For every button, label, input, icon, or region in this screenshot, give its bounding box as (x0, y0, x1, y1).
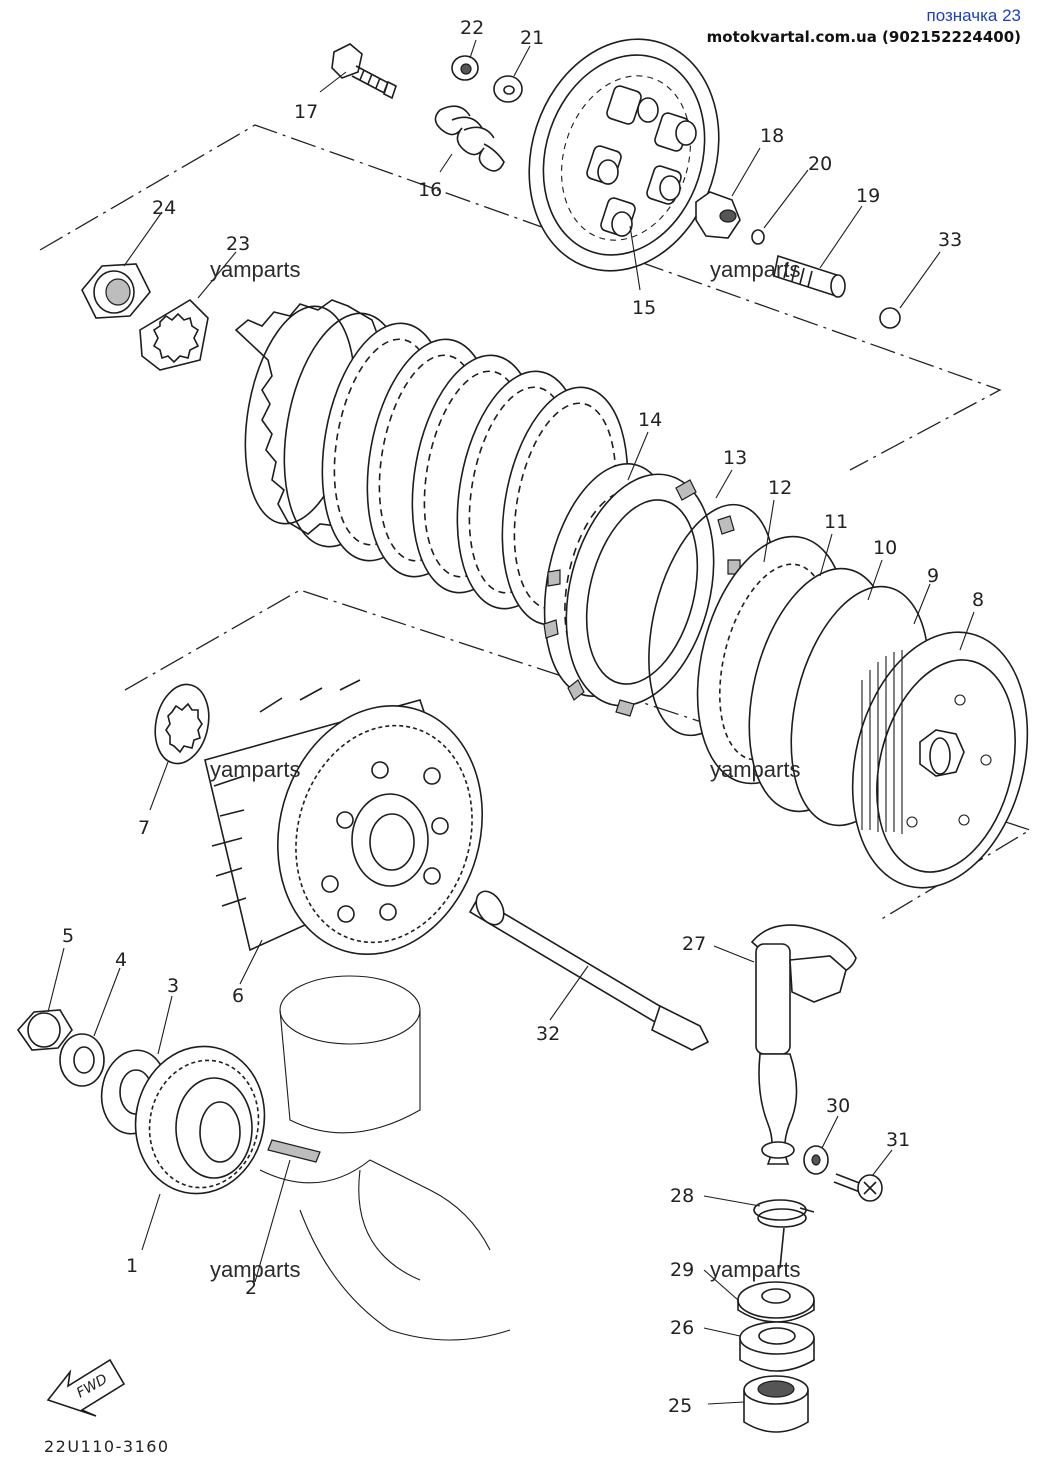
part-label-11: 11 (824, 511, 848, 533)
friction-plate-13-icon (543, 473, 741, 717)
pressure-plate-15-icon (528, 38, 720, 272)
part-label-13: 13 (723, 447, 747, 469)
part-label-29: 29 (670, 1259, 694, 1281)
part-label-5: 5 (62, 925, 74, 947)
nut-18-icon (695, 191, 741, 239)
part-label-3: 3 (167, 975, 179, 997)
part-label-6: 6 (232, 985, 244, 1007)
screw-31-icon (833, 1173, 883, 1202)
part-label-7: 7 (138, 817, 150, 839)
lock-nut-24-icon (81, 263, 151, 319)
part-label-14: 14 (638, 409, 662, 431)
part-label-19: 19 (856, 185, 880, 207)
lock-washer-23-icon (139, 298, 209, 371)
clutch-housing-6-icon (204, 679, 484, 956)
nut-22-icon (451, 55, 479, 81)
part-label-9: 9 (927, 565, 939, 587)
clutch-plate-stack (234, 299, 629, 626)
part-label-23: 23 (226, 233, 250, 255)
part-label-28: 28 (670, 1185, 694, 1207)
part-label-33: 33 (938, 229, 962, 251)
bearing-25-icon (743, 1375, 809, 1433)
watermark-text: yamparts (710, 757, 800, 782)
push-rod-32-icon (468, 890, 710, 1051)
page-marker-title: позначка 23 (926, 6, 1022, 25)
watermark-text: yamparts (210, 757, 300, 782)
spring-16-icon (434, 105, 505, 172)
part-label-2: 2 (245, 1277, 257, 1299)
part-label-10: 10 (873, 537, 897, 559)
watermark-text: yamparts (710, 257, 800, 282)
primary-drive-gear-1-icon (134, 1045, 266, 1195)
part-label-4: 4 (115, 949, 127, 971)
part-label-17: 17 (294, 101, 318, 123)
part-label-26: 26 (670, 1317, 694, 1339)
leader-lines (47, 39, 975, 1405)
part-label-15: 15 (632, 297, 656, 319)
part-label-8: 8 (972, 589, 984, 611)
clutch-boss-8-icon (851, 631, 1029, 889)
washer-29-icon (737, 1281, 815, 1323)
part-label-30: 30 (826, 1095, 850, 1117)
nut-5-icon (16, 1009, 73, 1051)
ball-33-icon (879, 307, 901, 329)
part-label-27: 27 (682, 933, 706, 955)
thrust-washer-7-icon (154, 683, 210, 765)
watermark-text: yamparts (710, 1257, 800, 1282)
spring-28-icon (753, 1199, 815, 1269)
key-2-icon (267, 1139, 321, 1163)
part-label-16: 16 (418, 179, 442, 201)
lock-washer-4-icon (59, 1033, 105, 1087)
part-label-24: 24 (152, 197, 176, 219)
crankshaft-outline (259, 975, 511, 1341)
push-lever-27-icon (750, 924, 857, 1165)
part-label-1: 1 (126, 1255, 138, 1277)
part-label-32: 32 (536, 1023, 560, 1045)
part-label-18: 18 (760, 125, 784, 147)
diagram-code: 22U110-3160 (44, 1437, 170, 1456)
part-label-12: 12 (768, 477, 792, 499)
push-rod-19-icon (773, 254, 846, 298)
washer-21-icon (493, 75, 523, 103)
bearing-26-icon (739, 1321, 815, 1372)
part-label-22: 22 (460, 17, 484, 39)
source-site-label: motokvartal.com.ua (902152224400) (706, 28, 1021, 46)
watermark-text: yamparts (210, 257, 300, 282)
part-label-31: 31 (886, 1129, 910, 1151)
fwd-arrow-icon: FWD (46, 1358, 126, 1417)
watermarks: yamparts yamparts yamparts yamparts yamp… (210, 257, 800, 1282)
part-label-20: 20 (808, 153, 832, 175)
upper-assembly-box (39, 124, 1002, 471)
part-label-21: 21 (520, 27, 544, 49)
o-ring-20-icon (751, 229, 765, 245)
bolt-17-icon (331, 43, 397, 100)
part-label-25: 25 (668, 1395, 692, 1417)
watermark-text: yamparts (210, 1257, 300, 1282)
part-number-labels: 1 2 3 4 5 6 7 8 9 10 11 12 13 14 15 16 1… (62, 17, 984, 1417)
washer-30-icon (803, 1145, 829, 1175)
